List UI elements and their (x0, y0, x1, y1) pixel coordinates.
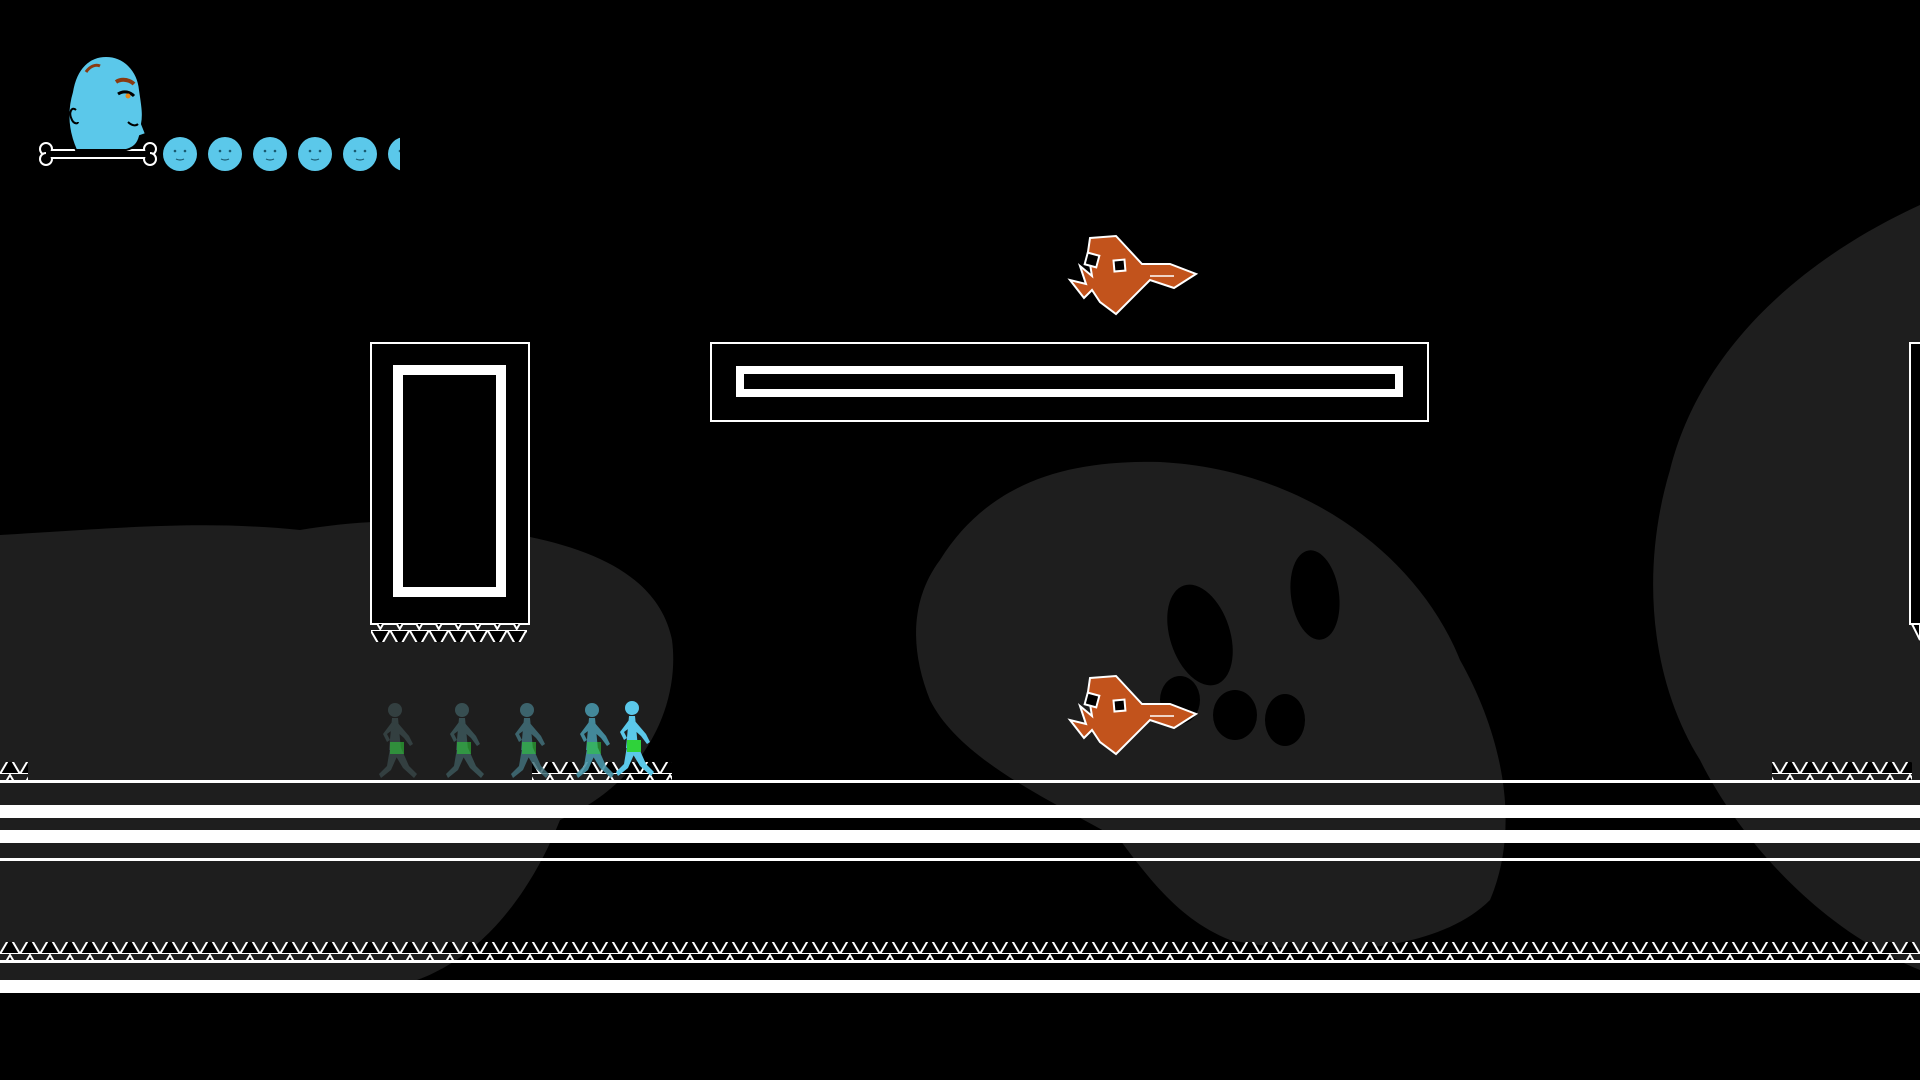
blue-face-orb-icon (388, 137, 400, 171)
bone-icon (39, 142, 157, 166)
spike-cluster (1772, 762, 1912, 780)
trail-shorts (390, 742, 601, 754)
player-character (616, 701, 654, 776)
lower-track (0, 960, 1920, 993)
spike-cluster (371, 624, 527, 642)
edge-block-platform (1909, 342, 1920, 641)
bald-blue-head-icon (67, 54, 148, 151)
ground-track (0, 780, 1920, 861)
blue-face-orb-icon (298, 137, 332, 171)
blue-face-orb-icon (253, 137, 287, 171)
spike-cluster (532, 762, 672, 780)
spike-row-lower (0, 942, 1920, 960)
tall-block-platform (370, 342, 530, 642)
lives-row (163, 137, 400, 171)
blue-face-orb-icon (208, 137, 242, 171)
blue-face-orb-icon (163, 137, 197, 171)
blue-face-orb-icon (343, 137, 377, 171)
skull-eye-holes (1160, 550, 1340, 746)
spike-cluster (0, 762, 28, 780)
skull-silhouette-center (916, 461, 1506, 950)
hud (38, 52, 438, 182)
piranha-enemy (1067, 234, 1199, 316)
piranha-enemy (1067, 674, 1199, 756)
floating-bar-platform (710, 342, 1429, 422)
